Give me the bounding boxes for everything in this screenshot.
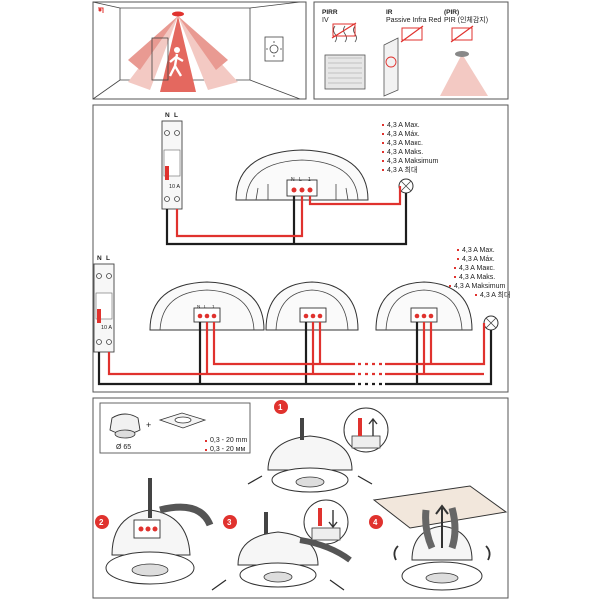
single-breaker-rating: 10 A: [169, 184, 180, 190]
detection-zone-left: [128, 16, 178, 90]
push-up-arrow: [435, 504, 449, 548]
thickness-label-0: 0,3 - 20 mm: [210, 437, 248, 444]
multi-max-load-1: 4,3 A Máx.: [462, 256, 495, 263]
multi-max-load-5: 4,3 A 최대: [480, 290, 510, 299]
step-4-number: 4: [373, 518, 378, 527]
step-1-badge: [274, 400, 288, 414]
single-breaker: 10 A: [161, 120, 183, 210]
wiring-panel: [92, 104, 509, 393]
heater-icon: [324, 54, 366, 90]
multi-breaker-n: N: [97, 255, 102, 262]
detection-cone: [440, 54, 488, 96]
single-term-n: N: [291, 177, 295, 183]
multi-term-n: N: [197, 304, 200, 309]
multi-term-1: 1: [212, 304, 215, 309]
screwdriver-icon-2: [148, 478, 152, 518]
single-max-load-5: 4,3 A 최대: [387, 165, 417, 174]
cables-up: [422, 507, 459, 550]
diameter-label: Ø 65: [116, 444, 131, 451]
single-max-load-1: 4,3 A Máx.: [387, 131, 420, 138]
step-1: 1: [247, 400, 389, 493]
legend-ir: IR Passive Infra Red: [383, 9, 441, 97]
multi-max-load-list: 4,3 A Max. 4,3 A Máx. 4,3 A Макс. 4,3 A …: [449, 247, 510, 299]
rotate-arrow-right: [485, 545, 491, 561]
thickness-label-1: 0,3 - 20 мм: [210, 446, 245, 453]
single-switched-wire: [308, 186, 402, 206]
single-max-load-2: 4,3 A Макс.: [387, 140, 423, 147]
multi-breaker-l: L: [106, 255, 110, 262]
multi-term-l: L: [204, 304, 207, 309]
multi-max-load-0: 4,3 A Max.: [462, 247, 495, 254]
parts-box: + Ø 65 0,3 - 20 mm 0,3 - 20 мм: [99, 402, 251, 454]
step-3: 3: [211, 499, 352, 591]
single-live-wire: [175, 196, 304, 238]
wall-lamp-icon: [264, 36, 284, 62]
legend-pir: PIRR IV: [322, 9, 366, 90]
ceiling-sensor-icon: [172, 11, 184, 17]
walking-person-icon: [168, 47, 184, 77]
single-max-load-list: 4,3 A Max. 4,3 A Máx. 4,3 A Макс. 4,3 A …: [382, 122, 439, 174]
step-3-badge: [223, 515, 237, 529]
multi-switched-wire: [212, 322, 486, 366]
multi-max-load-4: 4,3 A Maksimum: [454, 283, 506, 290]
ceiling-panel: [372, 485, 508, 529]
legend-pir-item: IV: [322, 17, 329, 24]
step-2-badge: [95, 515, 109, 529]
multi-breaker: 10 A: [93, 263, 115, 353]
step-3-number: 3: [227, 518, 232, 527]
legend-pir-code: PIRR: [322, 9, 338, 16]
legend-kr-code: (PIR): [444, 9, 459, 16]
step-2: 2: [95, 478, 214, 585]
cable-bundle: [159, 503, 214, 527]
top-section: PIRR IV IR Passive Infra Red (PIR) PIR (…: [92, 1, 509, 100]
plus-sign: +: [146, 420, 151, 430]
single-sensor-wiring: N L 10 A N L 1: [161, 112, 439, 246]
single-max-load-0: 4,3 A Max.: [387, 122, 420, 129]
screwdriver-icon: [300, 418, 304, 440]
detection-zone-center: [160, 16, 196, 92]
single-term-l: L: [299, 177, 302, 183]
single-breaker-l: L: [174, 112, 178, 119]
room-scene: [92, 1, 301, 100]
step-4: 4: [369, 485, 508, 591]
multi-max-load-3: 4,3 A Maks.: [459, 274, 495, 281]
rotate-arrow-left: [393, 545, 399, 561]
multi-sensor-dome-2: [265, 281, 359, 331]
multi-neutral-wire: [97, 330, 493, 386]
single-sensor-dome: N L 1: [235, 149, 369, 201]
multi-sensor-dome-1: N L 1: [149, 281, 265, 331]
multi-breaker-rating: 10 A: [101, 325, 112, 331]
legend-kr-item: PIR (인체감지): [444, 15, 488, 24]
door-outline: [151, 37, 169, 81]
multi-max-load-2: 4,3 A Макс.: [459, 265, 495, 272]
single-neutral-wire: [165, 193, 408, 246]
step-1-number: 1: [278, 403, 283, 412]
multi-sensor-wiring: N L 10 A N L 1: [93, 247, 510, 388]
multi-sensor-dome-3: [375, 281, 473, 331]
legend-ir-code: IR: [386, 9, 393, 16]
multi-lamp-icon: [483, 315, 499, 331]
legend-ir-item: Passive Infra Red: [386, 17, 441, 24]
single-max-load-3: 4,3 A Maks.: [387, 149, 423, 156]
step-4-badge: [369, 515, 383, 529]
legend-kr: (PIR) PIR (인체감지): [440, 9, 488, 96]
step-2-number: 2: [99, 518, 104, 527]
single-term-1: 1: [308, 177, 311, 183]
single-breaker-n: N: [165, 112, 170, 119]
single-max-load-4: 4,3 A Maksimum: [387, 158, 439, 165]
